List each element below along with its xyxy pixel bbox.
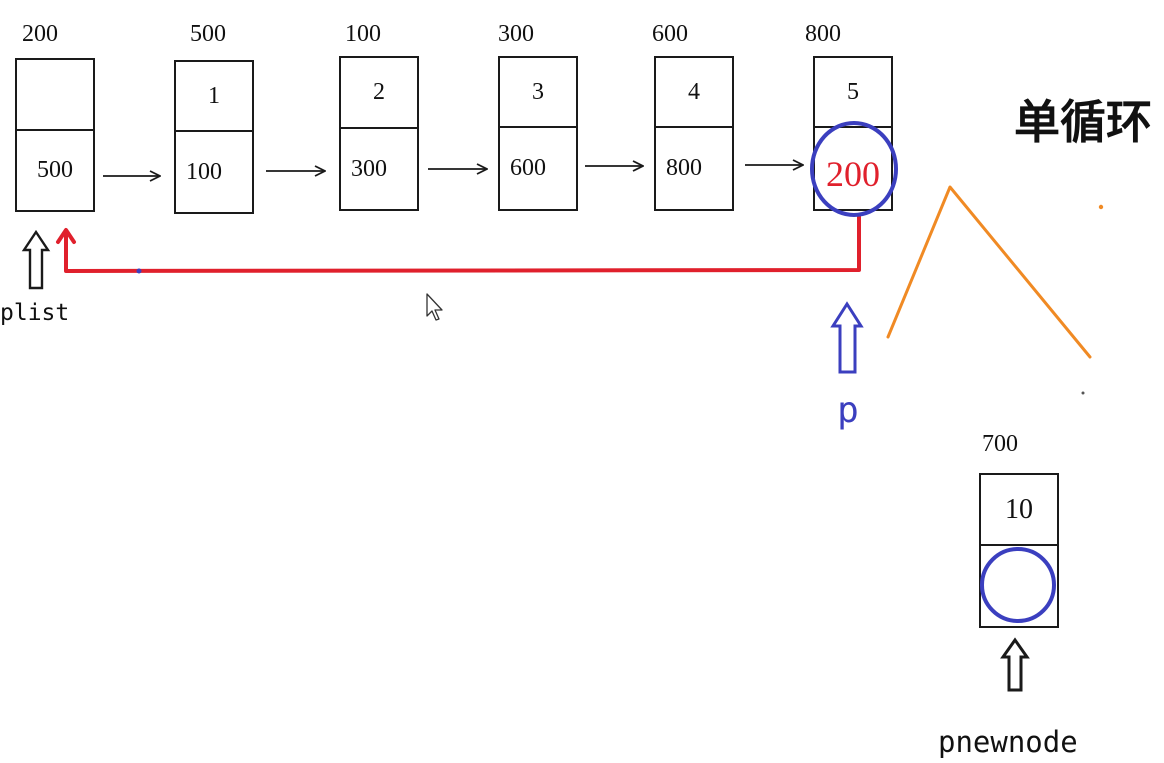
pnewnode-label: pnewnode: [938, 725, 1078, 759]
new-node-address: 700: [982, 431, 1018, 457]
orange-dot: [1098, 204, 1104, 210]
node-data-field: 2: [341, 58, 417, 129]
highlight-ellipse: [810, 121, 898, 217]
list-node: 4 800: [654, 56, 734, 211]
pnewnode-pointer-arrow: [1000, 637, 1030, 692]
node-next-field: 600: [510, 155, 546, 181]
node-address: 600: [652, 21, 688, 47]
node-next-field: 100: [186, 158, 222, 185]
node-next-field: 500: [37, 157, 73, 183]
orange-sketch-stroke: [886, 185, 1092, 359]
node-next-field: 300: [351, 155, 387, 182]
node-data-field: [17, 60, 93, 131]
list-node: 1 100: [174, 60, 254, 214]
node-data-field: 4: [656, 58, 732, 128]
node-data-field: 3: [500, 58, 576, 128]
list-node-head: 500: [15, 58, 95, 212]
new-node-next-circle: [980, 547, 1056, 623]
node-address: 100: [345, 21, 381, 47]
list-node: 2 300: [339, 56, 419, 211]
node-data-field: 10: [981, 475, 1057, 546]
title: 单循环: [1014, 95, 1152, 149]
stray-dot: [1081, 391, 1085, 395]
node-next-field: 800: [666, 155, 702, 181]
p-label: p: [837, 390, 859, 431]
plist-label: plist: [0, 300, 70, 326]
node-address: 300: [498, 21, 534, 47]
p-pointer-arrow: [830, 301, 864, 374]
loop-back-arrow: [56, 214, 861, 273]
node-data-field: 1: [176, 62, 252, 132]
plist-pointer-arrow: [21, 229, 51, 290]
dot-marker: [136, 268, 142, 274]
tail-next-value: 200: [826, 154, 880, 194]
node-data-field: 5: [815, 58, 891, 128]
list-node: 3 600: [498, 56, 578, 211]
node-address: 800: [805, 21, 841, 47]
mouse-cursor-icon: [426, 293, 443, 321]
node-address: 200: [22, 21, 58, 47]
node-address: 500: [190, 21, 226, 47]
